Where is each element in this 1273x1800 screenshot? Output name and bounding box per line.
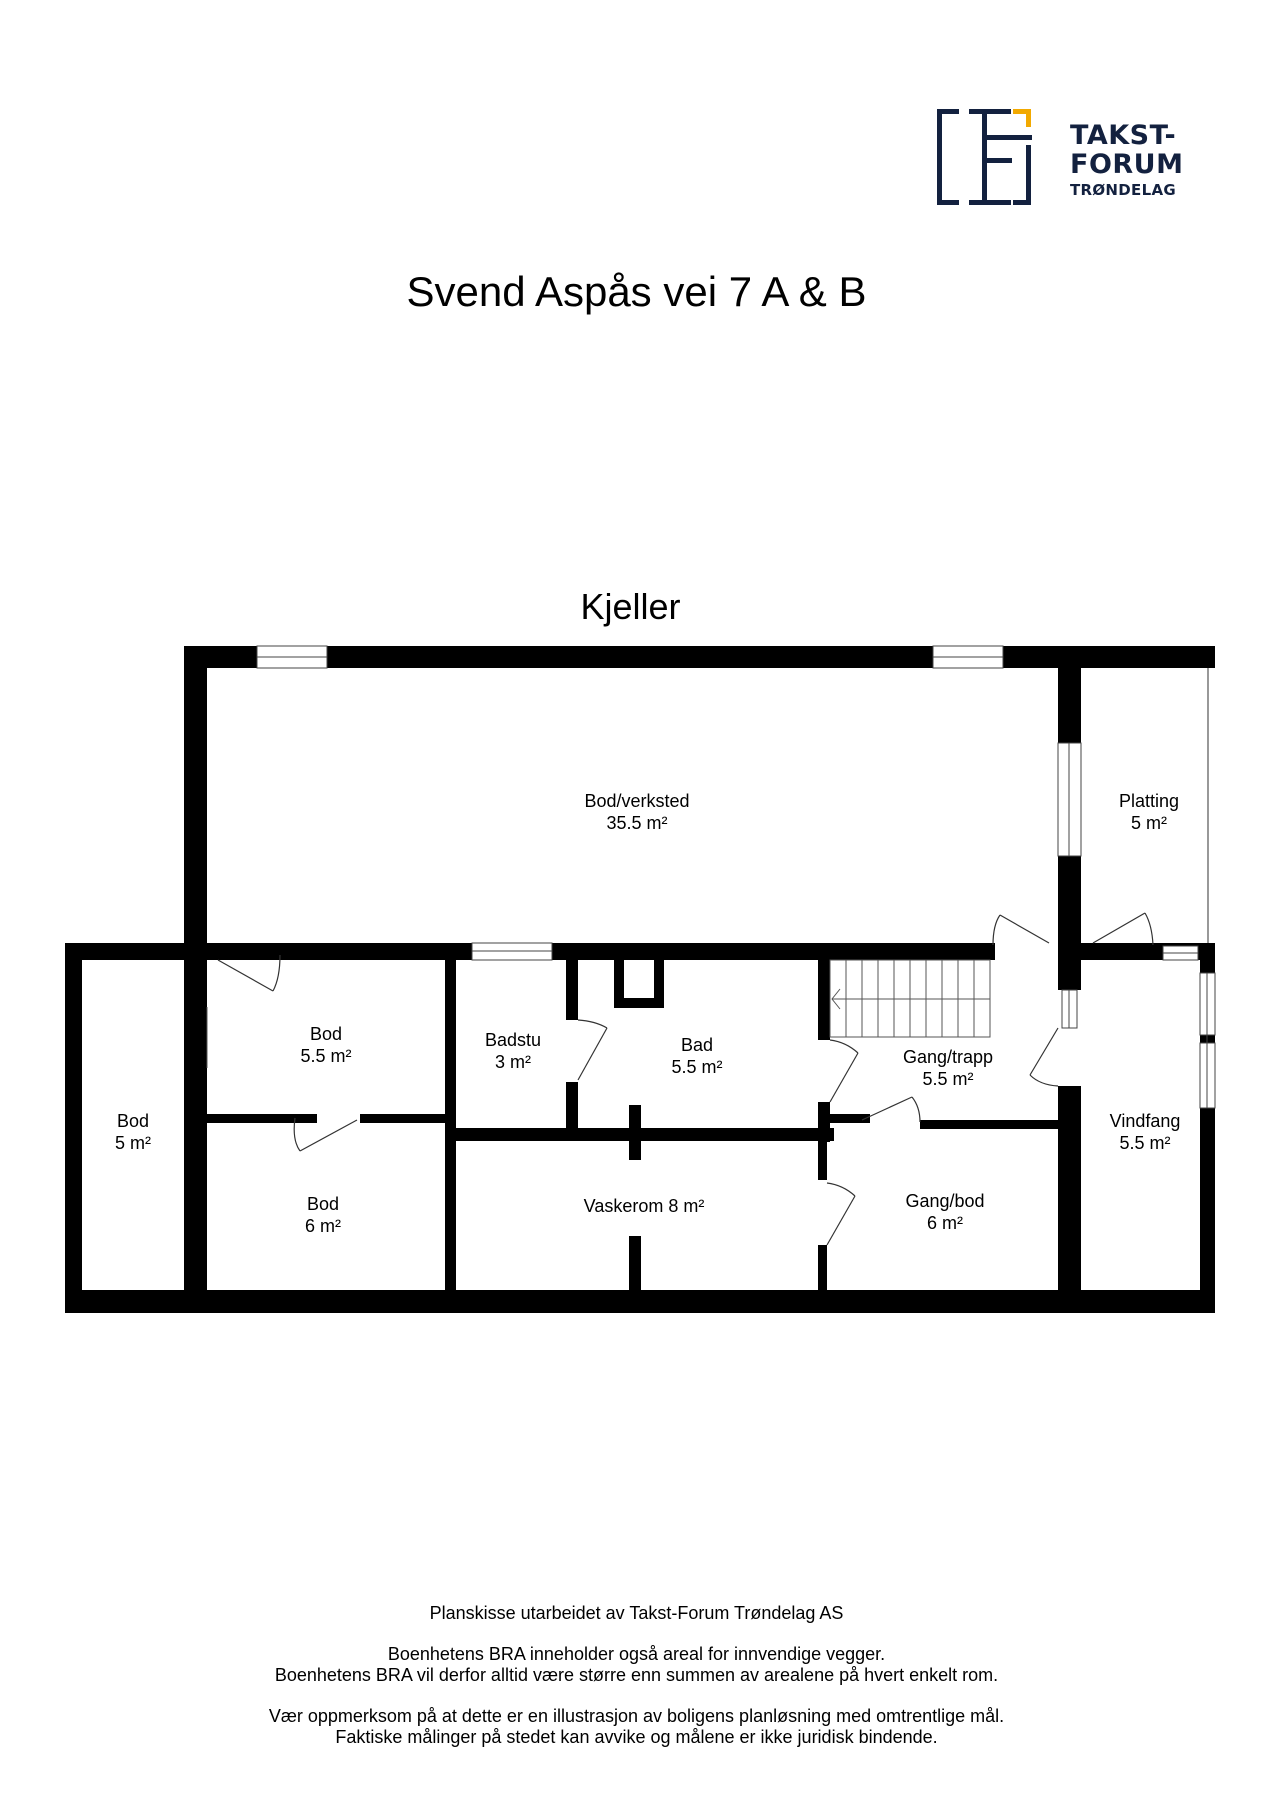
takst-forum-logo-icon [937,109,1032,205]
room-gang-trapp: Gang/trapp 5.5 m² [903,1046,993,1090]
room-vindfang: Vindfang 5.5 m² [1110,1110,1181,1154]
room-name: Bod [306,1194,340,1214]
room-area: 5 m² [1130,813,1167,833]
footer-disclaimer-1: Vær oppmerksom på at dette er en illustr… [268,1706,1005,1726]
brand-line-3: TRØNDELAG [1070,181,1176,199]
room-vaskerom: Vaskerom 8 m² [584,1195,705,1217]
room-bod-6: Bod 6 m² [305,1193,341,1237]
footer-credit: Planskisse utarbeidet av Takst-Forum Trø… [429,1603,844,1623]
brand-line-2: FORUM [1070,149,1184,180]
room-bad: Bad 5.5 m² [671,1034,722,1078]
brand-line-1: TAKST- [1070,120,1177,151]
room-area: 5 m² [115,1133,151,1153]
room-area: 5.5 m² [1119,1133,1171,1153]
room-area: 6 m² [305,1216,341,1236]
room-area: 3 m² [494,1052,531,1072]
room-area: 6 m² [926,1213,963,1233]
room-badstu: Badstu 3 m² [485,1029,541,1073]
room-name: Gang/bod [905,1191,985,1211]
room-name: Bod/verksted [584,791,690,811]
room-platting: Platting 5 m² [1119,790,1179,834]
room-bod-verksted: Bod/verksted 35.5 m² [584,790,689,834]
room-name: Vindfang [1109,1111,1181,1131]
room-area: 5.5 m² [922,1069,974,1089]
room-area: 35.5 m² [606,813,668,833]
room-name: Vaskerom 8 m² [583,1196,705,1216]
room-bod-5-5: Bod 5.5 m² [300,1023,351,1067]
room-bod-5: Bod 5 m² [115,1110,151,1154]
footer-bra-note-1: Boenhetens BRA inneholder også areal for… [387,1644,886,1664]
room-name: Bad [680,1035,714,1055]
footer-disclaimer-2: Faktiske målinger på stedet kan avvike o… [335,1727,938,1747]
room-name: Bod [309,1024,343,1044]
floor-label: Kjeller [0,586,1273,628]
room-name: Platting [1118,791,1180,811]
footer-bra-note-2: Boenhetens BRA vil derfor alltid være st… [274,1665,999,1685]
room-area: 5.5 m² [300,1046,352,1066]
room-name: Bod [116,1111,150,1131]
room-area: 5.5 m² [671,1057,723,1077]
floor-name: Kjeller [580,586,681,627]
room-name: Badstu [484,1030,542,1050]
room-gang-bod: Gang/bod 6 m² [905,1190,984,1234]
property-title: Svend Aspås vei 7 A & B [406,268,867,315]
room-name: Gang/trapp [902,1047,994,1067]
footer-notes: Planskisse utarbeidet av Takst-Forum Trø… [0,1603,1273,1748]
brand-wordmark: TAKST- FORUM TRØNDELAG [1070,122,1183,198]
